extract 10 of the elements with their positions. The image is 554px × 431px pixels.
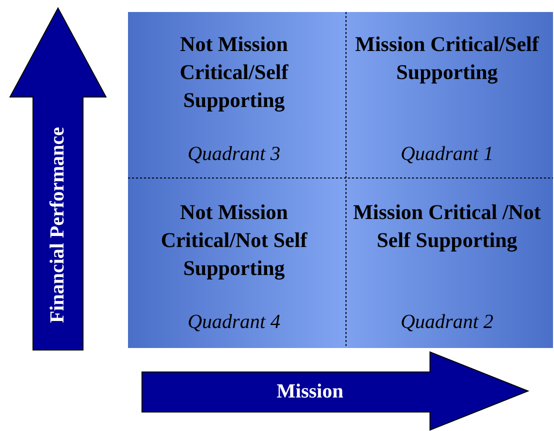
axis-label: Financial Performance bbox=[46, 126, 70, 324]
quadrant-number: Quadrant 4 bbox=[186, 311, 282, 334]
quadrant-number: Quadrant 1 bbox=[400, 143, 494, 166]
quadrant-heading: Mission Critical /Not Self Supporting bbox=[352, 199, 542, 254]
quadrant-number: Quadrant 2 bbox=[400, 311, 494, 334]
quadrant-number: Quadrant 3 bbox=[186, 143, 282, 166]
quadrant-heading: Not Mission Critical/Self Supporting bbox=[178, 31, 290, 114]
axis-label: Mission bbox=[276, 380, 344, 404]
quadrant-heading: Mission Critical/Self Supporting bbox=[354, 31, 540, 86]
quadrant-heading: Not Mission Critical/Not Self Supporting bbox=[160, 199, 308, 282]
